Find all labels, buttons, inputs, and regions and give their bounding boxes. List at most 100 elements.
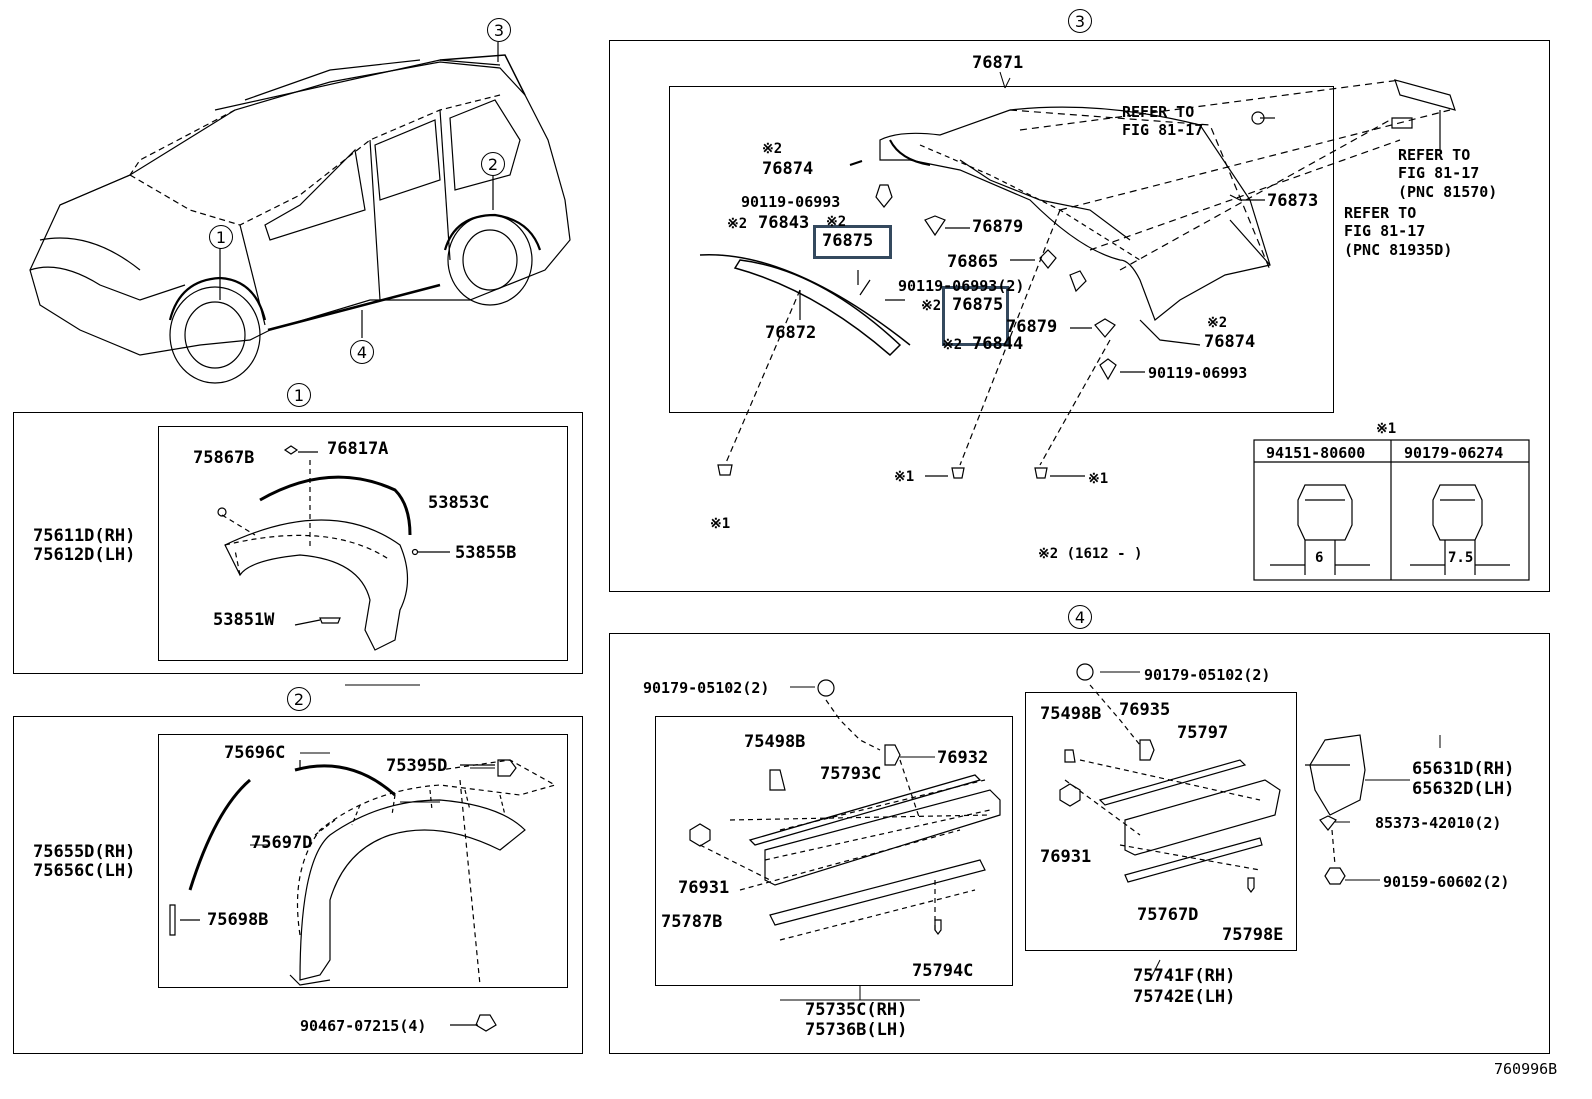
part-76879-upper[interactable]: 76879 xyxy=(972,217,1024,237)
part-75612D-lh[interactable]: 75612D(LH) xyxy=(33,545,136,565)
part-75697D[interactable]: 75697D xyxy=(251,833,313,853)
rear-spoiler-art xyxy=(699,79,1456,479)
part-76873[interactable]: 76873 xyxy=(1267,191,1319,211)
part-90467-07215[interactable]: 90467-07215(4) xyxy=(300,1017,427,1035)
part-75787B[interactable]: 75787B xyxy=(661,912,723,932)
fender-flare-rear-art xyxy=(169,759,557,1032)
part-76931-left[interactable]: 76931 xyxy=(678,878,730,898)
part-76844[interactable]: 76844 xyxy=(972,334,1024,354)
table-dim-7-5: 7.5 xyxy=(1448,550,1474,566)
part-75798E[interactable]: 75798E xyxy=(1222,925,1284,945)
callout-circle-1-overview: 1 xyxy=(209,225,233,249)
mark-1-a: ※1 xyxy=(894,469,915,485)
part-75395D[interactable]: 75395D xyxy=(386,756,448,776)
note-mark-2-date: ※2 (1612 - ) xyxy=(1038,546,1143,562)
refer-fig-2-line2[interactable]: FIG 81-17 xyxy=(1398,164,1480,182)
part-76872[interactable]: 76872 xyxy=(765,323,817,343)
leader-lines xyxy=(250,71,1441,1001)
refer-fig-1-line2[interactable]: FIG 81-17 xyxy=(1122,121,1204,139)
part-90119-06993-lower[interactable]: 90119-06993 xyxy=(1148,364,1248,382)
part-75793C[interactable]: 75793C xyxy=(820,764,882,784)
panel-4-right-inner xyxy=(1025,692,1297,951)
fender-flare-front-art xyxy=(217,445,450,651)
part-76875-upper[interactable]: 76875 xyxy=(822,231,874,251)
part-76932[interactable]: 76932 xyxy=(937,748,989,768)
refer-fig-3-line3[interactable]: (PNC 81935D) xyxy=(1344,241,1453,259)
panel-3-outer xyxy=(609,40,1550,592)
highlight-76875-upper xyxy=(813,225,892,259)
mark-1-b: ※1 xyxy=(1088,471,1109,487)
part-75655D-rh[interactable]: 75655D(RH) xyxy=(33,842,136,862)
part-90119-06993-upper[interactable]: 90119-06993 xyxy=(741,193,841,211)
mark-1-c: ※1 xyxy=(710,516,731,532)
table-header-94151-80600[interactable]: 94151-80600 xyxy=(1266,444,1366,462)
panel-4-outer xyxy=(609,633,1550,1054)
callout-circle-3-overview: 3 xyxy=(487,18,511,42)
table-header-90179-06274[interactable]: 90179-06274 xyxy=(1404,444,1504,462)
panel-2-inner xyxy=(158,734,568,988)
part-75735C-rh[interactable]: 75735C(RH) xyxy=(805,1000,908,1020)
panel-4-left-inner xyxy=(655,716,1013,986)
vehicle-illustration xyxy=(29,42,571,384)
callout-circle-2-overview: 2 xyxy=(481,152,505,176)
part-85373-42010[interactable]: 85373-42010(2) xyxy=(1375,814,1502,832)
part-76865[interactable]: 76865 xyxy=(947,252,999,272)
mark-2-d: ※2 xyxy=(921,298,942,314)
refer-fig-3-line2[interactable]: FIG 81-17 xyxy=(1344,222,1426,240)
part-90159-60602[interactable]: 90159-60602(2) xyxy=(1383,873,1510,891)
fastener-table xyxy=(1253,439,1530,581)
panel-3-inner xyxy=(669,86,1334,413)
part-75794C[interactable]: 75794C xyxy=(912,961,974,981)
section-circle-4: 4 xyxy=(1068,605,1092,629)
figure-number: 760996B xyxy=(1494,1060,1558,1078)
refer-fig-2-line1[interactable]: REFER TO xyxy=(1398,146,1471,164)
mark-2-e: ※2 xyxy=(942,337,963,353)
part-76875-lower[interactable]: 76875 xyxy=(952,295,1004,315)
mark-2-b: ※2 xyxy=(727,216,748,232)
part-75797[interactable]: 75797 xyxy=(1177,723,1229,743)
part-90119-06993-x2[interactable]: 90119-06993(2) xyxy=(898,277,1025,295)
part-65631D-rh[interactable]: 65631D(RH) xyxy=(1412,759,1515,779)
part-76817A[interactable]: 76817A xyxy=(327,439,389,459)
part-75656C-lh[interactable]: 75656C(LH) xyxy=(33,861,136,881)
part-76935[interactable]: 76935 xyxy=(1119,700,1171,720)
part-90179-05102-left[interactable]: 90179-05102(2) xyxy=(643,679,770,697)
refer-fig-3-line1[interactable]: REFER TO xyxy=(1344,204,1417,222)
part-76843[interactable]: 76843 xyxy=(758,213,810,233)
part-53851W[interactable]: 53851W xyxy=(213,610,275,630)
mark-2-a: ※2 xyxy=(762,141,783,157)
part-75696C[interactable]: 75696C xyxy=(224,743,286,763)
table-dim-6: 6 xyxy=(1315,550,1324,566)
part-75698B[interactable]: 75698B xyxy=(207,910,269,930)
rocker-molding-art xyxy=(689,663,1366,941)
callout-circle-4-overview: 4 xyxy=(350,340,374,364)
highlight-76875-lower xyxy=(942,286,1009,346)
part-76931-right[interactable]: 76931 xyxy=(1040,847,1092,867)
table-mark-1: ※1 xyxy=(1376,421,1397,437)
part-75767D[interactable]: 75767D xyxy=(1137,905,1199,925)
mark-2-c: ※2 xyxy=(826,214,847,230)
refer-fig-2-line3[interactable]: (PNC 81570) xyxy=(1398,183,1498,201)
part-53855B[interactable]: 53855B xyxy=(455,543,517,563)
panel-1-inner xyxy=(158,426,568,661)
part-75736B-lh[interactable]: 75736B(LH) xyxy=(805,1020,908,1040)
part-76879-lower[interactable]: 76879 xyxy=(1006,317,1058,337)
part-75867B[interactable]: 75867B xyxy=(193,448,255,468)
part-76871[interactable]: 76871 xyxy=(972,53,1024,73)
part-75611D-rh[interactable]: 75611D(RH) xyxy=(33,526,136,546)
part-75498B-left[interactable]: 75498B xyxy=(744,732,806,752)
mark-2-f: ※2 xyxy=(1207,315,1228,331)
refer-fig-1-line1[interactable]: REFER TO xyxy=(1122,103,1195,121)
section-circle-2: 2 xyxy=(287,687,311,711)
part-90179-05102-right[interactable]: 90179-05102(2) xyxy=(1144,666,1271,684)
part-65632D-lh[interactable]: 65632D(LH) xyxy=(1412,779,1515,799)
part-76874-lower[interactable]: 76874 xyxy=(1204,332,1256,352)
part-53853C[interactable]: 53853C xyxy=(428,493,490,513)
panel-1-outer xyxy=(13,412,583,674)
part-76874-upper[interactable]: 76874 xyxy=(762,159,814,179)
part-75498B-right[interactable]: 75498B xyxy=(1040,704,1102,724)
section-circle-1: 1 xyxy=(287,383,311,407)
part-75741F-rh[interactable]: 75741F(RH) xyxy=(1133,966,1236,986)
part-75742E-lh[interactable]: 75742E(LH) xyxy=(1133,987,1236,1007)
